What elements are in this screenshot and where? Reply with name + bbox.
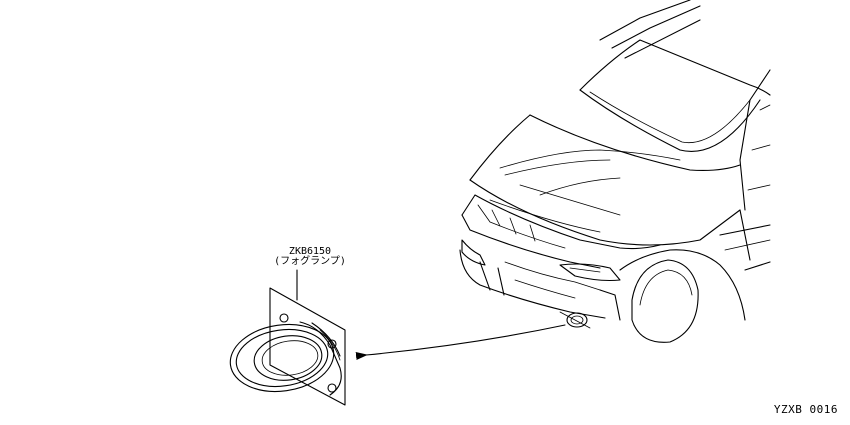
part-name-label: (フォグランプ) (274, 256, 346, 267)
leader-arrow (355, 324, 566, 360)
fog-lamp-illustration (229, 269, 346, 406)
vehicle-illustration (459, 0, 771, 343)
figure-code-label: YZXB 0016 (773, 403, 838, 416)
part-number-label: ZKB6150 (288, 246, 332, 257)
